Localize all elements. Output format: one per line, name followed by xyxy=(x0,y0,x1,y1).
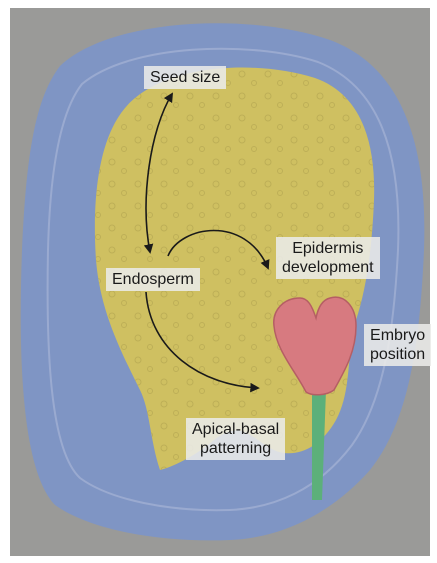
label-apical-basal-patterning: Apical-basal patterning xyxy=(186,418,285,460)
epidermis-line1: Epidermis xyxy=(282,239,374,258)
epidermis-line2: development xyxy=(282,258,374,277)
seed-size-text: Seed size xyxy=(150,68,220,87)
label-endosperm: Endosperm xyxy=(106,268,200,291)
label-embryo-position: Embryo position xyxy=(364,324,431,366)
apical-line2: patterning xyxy=(192,439,279,458)
label-epidermis-development: Epidermis development xyxy=(276,237,380,279)
embryo-line2: position xyxy=(370,345,425,364)
endosperm-text: Endosperm xyxy=(112,270,194,289)
embryo-line1: Embryo xyxy=(370,326,425,345)
label-seed-size: Seed size xyxy=(144,66,226,89)
apical-line1: Apical-basal xyxy=(192,420,279,439)
